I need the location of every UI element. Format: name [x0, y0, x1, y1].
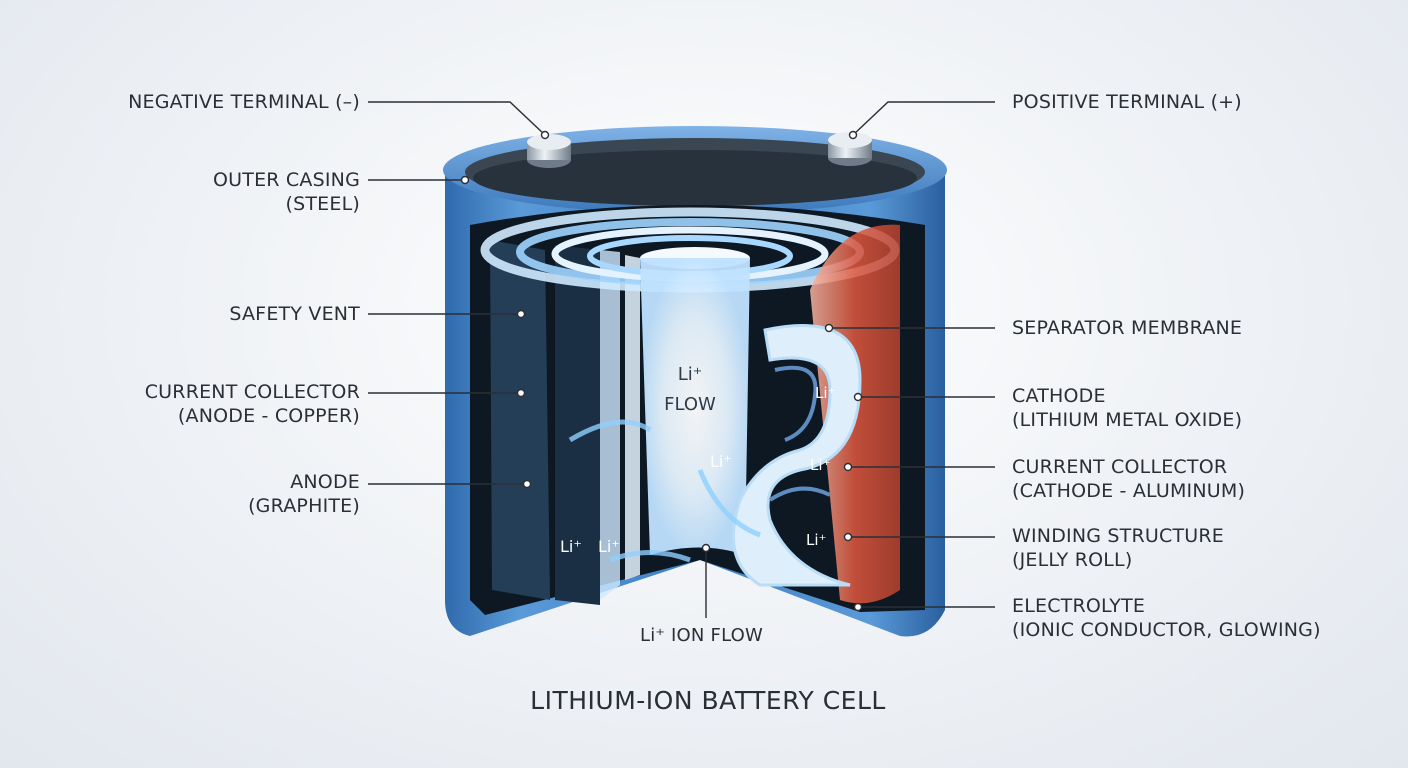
li-ion-mark: Li⁺	[810, 456, 830, 474]
anode-layer	[490, 240, 550, 600]
label-winding-structure: WINDING STRUCTURE (JELLY ROLL)	[1012, 525, 1224, 571]
label-current-collector-cathode: CURRENT COLLECTOR (CATHODE - ALUMINUM)	[1012, 456, 1246, 502]
positive-terminal	[828, 132, 872, 166]
label-anode: ANODE (GRAPHITE)	[248, 471, 360, 517]
label-cathode: CATHODE (LITHIUM METAL OXIDE)	[1012, 385, 1243, 431]
label-negative-terminal: NEGATIVE TERMINAL (–)	[128, 91, 360, 113]
label-ion-flow: Li⁺ ION FLOW	[640, 625, 764, 646]
li-ion-mark: Li⁺	[815, 384, 835, 402]
li-ion-mark: Li⁺	[710, 452, 732, 471]
label-current-collector-anode: CURRENT COLLECTOR (ANODE - COPPER)	[144, 381, 360, 427]
li-flow-label-1: Li⁺	[678, 364, 703, 385]
li-flow-label-2: FLOW	[664, 394, 716, 415]
li-ion-mark: Li⁺	[806, 531, 826, 549]
label-electrolyte: ELECTROLYTE (IONIC CONDUCTOR, GLOWING)	[1012, 595, 1321, 641]
label-outer-casing: OUTER CASING (STEEL)	[213, 169, 360, 215]
diagram-title: LITHIUM-ION BATTERY CELL	[530, 686, 886, 715]
central-core	[640, 258, 750, 555]
label-positive-terminal: POSITIVE TERMINAL (+)	[1012, 91, 1242, 113]
label-safety-vent: SAFETY VENT	[229, 303, 360, 325]
label-separator-membrane: SEPARATOR MEMBRANE	[1012, 317, 1243, 339]
li-ion-mark: Li⁺	[560, 537, 582, 556]
negative-terminal	[527, 134, 571, 168]
leader-lines	[368, 101, 995, 618]
li-ion-mark: Li⁺	[598, 537, 620, 556]
